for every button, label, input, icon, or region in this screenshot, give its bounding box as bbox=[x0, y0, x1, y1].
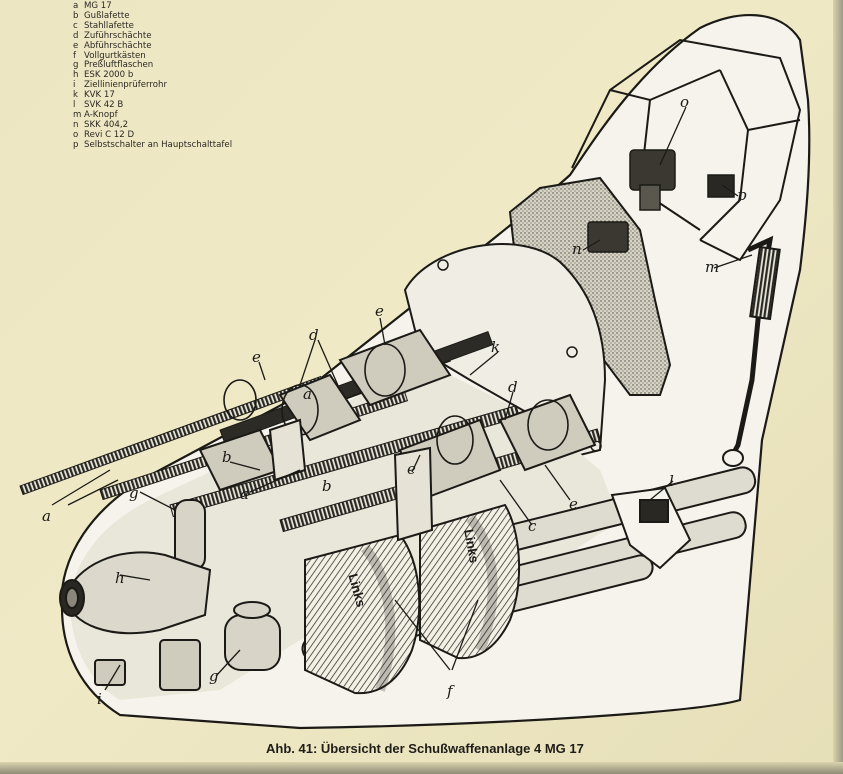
callout-b-left: b bbox=[222, 448, 232, 466]
callout-a-upper: a bbox=[303, 385, 312, 403]
callout-k: k bbox=[491, 338, 501, 356]
switch-panel bbox=[707, 174, 735, 198]
page-edge-right bbox=[833, 0, 843, 774]
callout-i: i bbox=[97, 690, 102, 708]
callout-g-upper: g bbox=[129, 484, 139, 502]
figure-caption: Ahb. 41: Übersicht der Schußwaffenanlage… bbox=[266, 741, 584, 756]
callout-e-center: e bbox=[407, 460, 416, 478]
canopy-frame bbox=[571, 38, 802, 262]
callout-e-right: e bbox=[569, 495, 578, 513]
callout-l: l bbox=[669, 472, 674, 490]
skk-box bbox=[587, 221, 629, 253]
callout-n: n bbox=[572, 240, 582, 258]
callout-b-right: b bbox=[322, 477, 332, 495]
callout-d-left: d bbox=[309, 326, 319, 344]
callout-g-lower: g bbox=[209, 667, 219, 685]
gun-camera bbox=[59, 551, 212, 635]
callout-h: h bbox=[115, 569, 125, 587]
gunsight bbox=[629, 149, 676, 211]
pressure-bottles bbox=[174, 499, 281, 671]
ammo-box-left bbox=[304, 533, 421, 695]
svk-unit bbox=[610, 486, 692, 570]
page-edge-bottom bbox=[0, 762, 843, 774]
ammo-box-right bbox=[419, 503, 521, 660]
callout-e-left: e bbox=[252, 348, 261, 366]
callout-m: m bbox=[705, 258, 720, 276]
callout-o: o bbox=[680, 93, 690, 111]
callout-d-right: d bbox=[508, 378, 518, 396]
callout-e-top: e bbox=[375, 302, 384, 320]
callout-a-front: a bbox=[42, 507, 51, 525]
leader-lines bbox=[51, 106, 753, 691]
feed-chutes bbox=[268, 418, 434, 542]
callout-f: f bbox=[447, 682, 453, 700]
callout-c: c bbox=[528, 517, 537, 535]
control-stick bbox=[722, 235, 781, 467]
callout-p: p bbox=[737, 186, 747, 204]
callout-a-middle: a bbox=[240, 485, 249, 503]
